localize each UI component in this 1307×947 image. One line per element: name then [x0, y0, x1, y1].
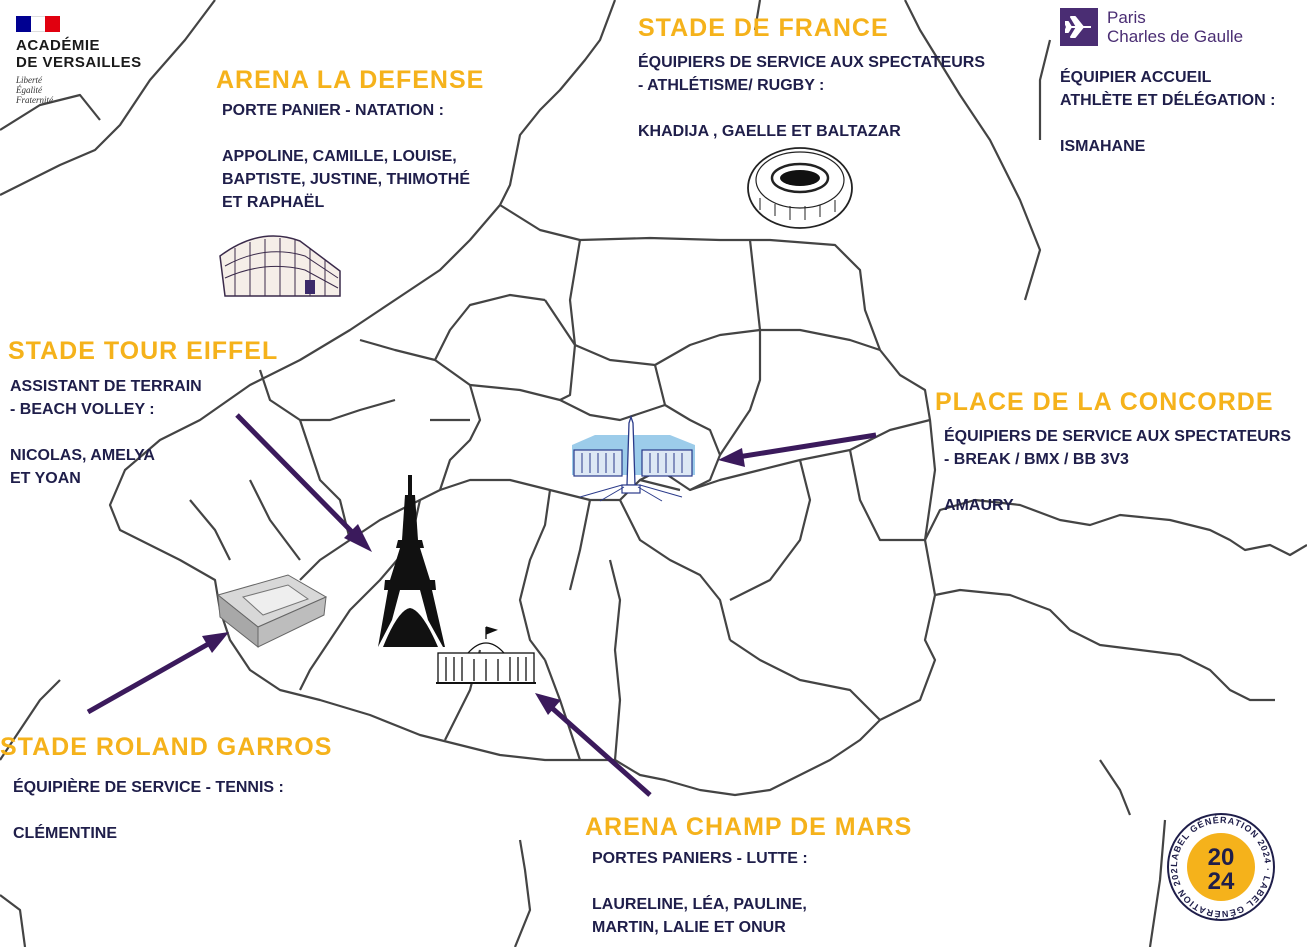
airplane-icon	[1060, 8, 1098, 46]
cdg-line-1: Paris	[1107, 8, 1146, 27]
names-line: NICOLAS, AMELYA	[10, 447, 155, 464]
names-line: MARTIN, LALIE ET ONUR	[592, 919, 786, 936]
names-line: ISMAHANE	[1060, 138, 1146, 155]
academie-versailles-logo: ACADÉMIE DE VERSAILLES Liberté Égalité F…	[16, 16, 142, 105]
names-line: KHADIJA , GAELLE ET BALTAZAR	[638, 123, 901, 140]
role-line: ATHLÈTE ET DÉLÉGATION :	[1060, 92, 1276, 109]
arrows	[86, 413, 877, 797]
names-line: AMAURY	[944, 497, 1014, 514]
flag-white	[30, 16, 46, 32]
concorde-icon	[572, 414, 695, 502]
title-arena-la-defense: ARENA LA DEFENSE	[216, 66, 485, 94]
label-generation-2024-badge: LABEL GÉNÉRATION 2024 · LABEL GÉNÉRATION…	[1166, 812, 1275, 921]
motto-fraternite: Fraternité	[16, 95, 53, 105]
grand-palais-icon	[436, 626, 536, 684]
role-line: ÉQUIPIERS DE SERVICE AUX SPECTATEURS	[944, 428, 1292, 445]
academie-line-2: DE VERSAILLES	[16, 54, 142, 71]
info-cdg: ÉQUIPIER ACCUEIL ATHLÈTE ET DÉLÉGATION :…	[1060, 66, 1275, 158]
badge-year-top: 20	[1208, 844, 1235, 871]
names-line: CLÉMENTINE	[13, 825, 117, 842]
french-flag-icon	[16, 16, 61, 32]
title-stade-tour-eiffel: STADE TOUR EIFFEL	[8, 337, 279, 365]
info-place-de-la-concorde: ÉQUIPIERS DE SERVICE AUX SPECTATEURS - B…	[944, 425, 1291, 517]
cdg-line-2: Charles de Gaulle	[1107, 27, 1244, 46]
info-stade-de-france: ÉQUIPIERS DE SERVICE AUX SPECTATEURS - A…	[638, 51, 985, 143]
arrow-tour-eiffel	[235, 413, 372, 552]
flag-blue	[16, 16, 31, 32]
arrow-champ-de-mars	[535, 693, 652, 797]
role-line: PORTE PANIER - NATATION :	[222, 102, 444, 119]
motto-liberte: Liberté	[16, 75, 42, 85]
names-line: LAURELINE, LÉA, PAULINE,	[592, 896, 807, 913]
names-line: ET YOAN	[10, 470, 81, 487]
info-stade-roland-garros: ÉQUIPIÈRE DE SERVICE - TENNIS : CLÉMENTI…	[13, 776, 284, 845]
eiffel-tower-icon	[378, 475, 445, 647]
flag-red	[45, 16, 61, 32]
academie-line-1: ACADÉMIE	[16, 37, 101, 54]
role-line: - BEACH VOLLEY :	[10, 401, 155, 418]
role-line: - ATHLÉTISME/ RUGBY :	[638, 77, 825, 94]
names-line: BAPTISTE, JUSTINE, THIMOTHÉ	[222, 171, 471, 188]
names-line: APPOLINE, CAMILLE, LOUISE,	[222, 148, 457, 165]
stadium-icon	[747, 147, 853, 229]
motto-egalite: Égalité	[16, 85, 42, 95]
role-line: PORTES PANIERS - LUTTE :	[592, 850, 808, 867]
title-stade-roland-garros: STADE ROLAND GARROS	[0, 733, 333, 761]
roland-garros-icon	[216, 574, 328, 649]
badge-year-bottom: 24	[1208, 868, 1235, 895]
role-line: ASSISTANT DE TERRAIN	[10, 378, 202, 395]
info-stade-tour-eiffel: ASSISTANT DE TERRAIN - BEACH VOLLEY : NI…	[10, 375, 202, 490]
info-arena-la-defense: PORTE PANIER - NATATION : APPOLINE, CAMI…	[222, 99, 470, 214]
arrow-roland-garros	[86, 632, 229, 715]
role-line: ÉQUIPIÈRE DE SERVICE - TENNIS :	[13, 779, 284, 796]
title-place-de-la-concorde: PLACE DE LA CONCORDE	[935, 388, 1274, 416]
role-line: ÉQUIPIERS DE SERVICE AUX SPECTATEURS	[638, 54, 986, 71]
role-line: ÉQUIPIER ACCUEIL	[1060, 69, 1212, 86]
title-stade-de-france: STADE DE FRANCE	[638, 14, 889, 42]
arrow-concorde	[718, 432, 877, 467]
info-arena-champ-de-mars: PORTES PANIERS - LUTTE : LAURELINE, LÉA,…	[592, 847, 808, 939]
title-arena-champ-de-mars: ARENA CHAMP DE MARS	[585, 813, 913, 841]
names-line: ET RAPHAËL	[222, 194, 325, 211]
arena-icon	[219, 235, 341, 297]
role-line: - BREAK / BMX / BB 3V3	[944, 451, 1129, 468]
paris-cdg-logo: Paris Charles de Gaulle	[1060, 8, 1243, 46]
